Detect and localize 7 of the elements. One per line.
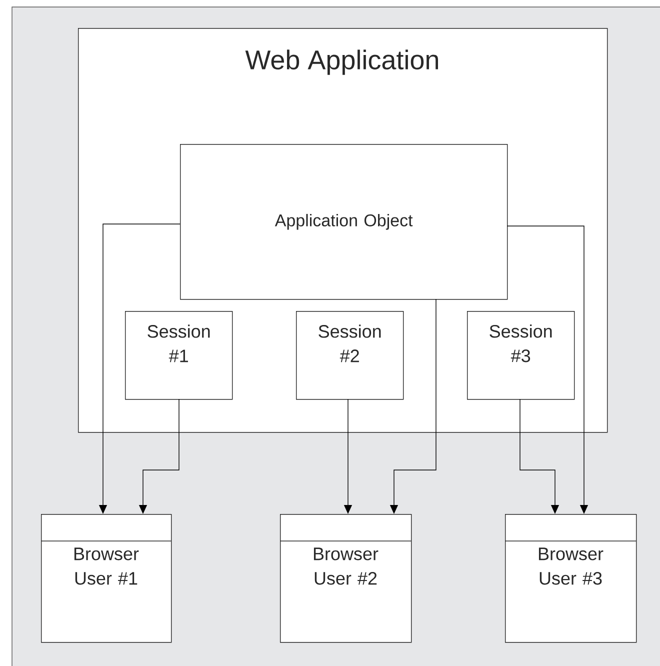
session-box: Session #3 (467, 311, 575, 400)
browser-box: Browser User #3 (504, 514, 637, 643)
session-box: Session #1 (125, 311, 233, 400)
browser-box: Browser User #2 (280, 514, 412, 643)
object-box: Application Object (180, 144, 508, 300)
session-box: Session #2 (296, 311, 404, 400)
browser-box: Browser User #1 (40, 514, 172, 643)
